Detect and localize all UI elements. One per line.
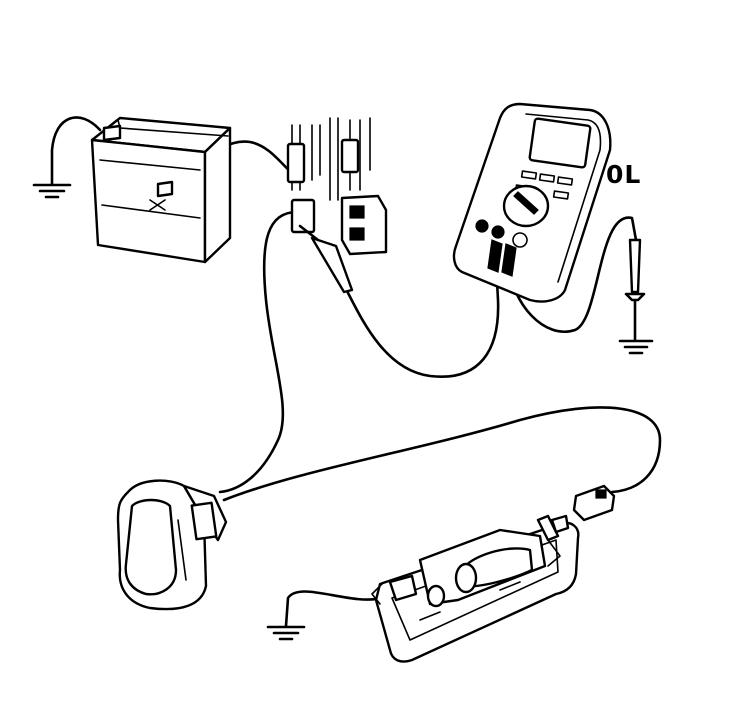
- switch-to-latch-wire: [222, 406, 662, 502]
- probe-to-meter-wire: [344, 260, 500, 379]
- fuse-upper: [286, 142, 306, 184]
- fuse-lower: [290, 198, 316, 234]
- digital-multimeter: [452, 102, 612, 303]
- latch-connector: [572, 484, 616, 522]
- meter-readout-label: 0L: [606, 160, 642, 189]
- test-probe: [298, 224, 354, 294]
- meter-lead-plug-right: [501, 243, 517, 277]
- meter-lead-plug-left: [487, 239, 503, 273]
- meter-to-ground-probe-wire: [506, 216, 638, 333]
- ground-symbol-left: [32, 183, 72, 199]
- latch-ground-wire: [284, 590, 384, 628]
- battery-terminal-negative: [102, 124, 122, 142]
- battery: [90, 116, 232, 264]
- fuse-to-switch-wire: [218, 210, 299, 494]
- wire-bend-marker: [371, 583, 383, 605]
- battery-ground-wire: [50, 116, 102, 186]
- ground-probe: [624, 238, 646, 342]
- lift-gate-switch: [116, 479, 228, 611]
- lift-gate-latch: [374, 514, 580, 663]
- battery-terminal-positive: [156, 180, 174, 198]
- ground-symbol-bottom: [266, 625, 306, 641]
- fuse-block: [286, 117, 388, 256]
- meter-display: [528, 117, 592, 169]
- ground-symbol-right: [618, 339, 654, 355]
